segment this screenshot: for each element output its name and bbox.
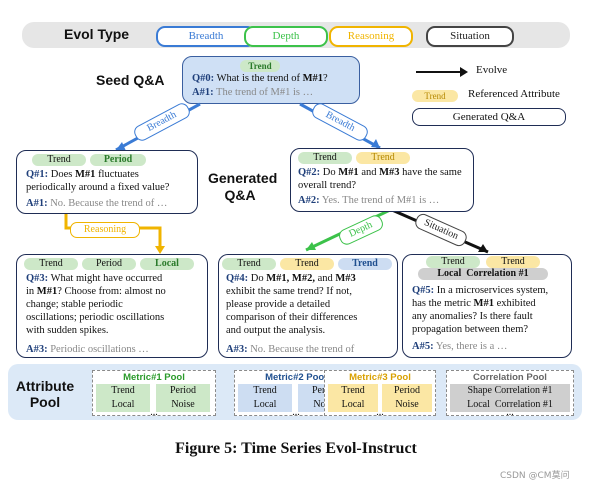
q3-tag-trend: Trend (24, 258, 78, 270)
legend-trend-tag: Trend (412, 90, 458, 102)
evolve-arrow-icon (416, 67, 468, 77)
q3-tag-period: Period (82, 258, 136, 270)
seed-qa-label: Seed Q&A (96, 72, 165, 88)
q5-tag-trend-2: Trend (486, 256, 540, 268)
correlation-pool-title: Correlation Pool (473, 372, 547, 383)
q3-answer: A#3: Periodic oscillations … (26, 344, 149, 355)
evol-type-breadth: Breadth (156, 26, 256, 47)
q1-answer: A#1: No. Because the trend of … (26, 198, 168, 209)
metric3-trend: Trend (328, 384, 378, 398)
qa-box-3 (16, 254, 208, 358)
legend-referenced: Referenced Attribute (468, 88, 560, 100)
seed-answer: A#1: The trend of M#1 is … (192, 87, 314, 98)
metric2-local: Local (238, 398, 292, 412)
metric3-noise: Noise (382, 398, 432, 412)
q4-question: Q#4: Do M#1, M#2, and M#3 exhibit the sa… (226, 273, 358, 336)
q5-subtag: Local Correlation #1 (418, 268, 548, 280)
correlation-shape: Shape Correlation #1 (450, 384, 570, 398)
q4-tag-trend-2: Trend (280, 258, 334, 270)
metric1-pool-title: Metric#1 Pool (123, 372, 185, 383)
metric3-local: Local (328, 398, 378, 412)
seed-tag: Trend (240, 60, 280, 72)
metric2-pool-title: Metric#2 Pool (265, 372, 327, 383)
q5-question: Q#5: In a microservices system, has the … (412, 285, 549, 335)
q1-question: Q#1: Does M#1 fluctuates periodically ar… (26, 169, 170, 193)
q4-answer: A#3: No. Because the trend of (226, 344, 355, 355)
q2-answer: A#2: Yes. The trend of M#1 is … (298, 195, 440, 206)
legend-generated: Generated Q&A (412, 108, 566, 126)
correlation-local: Local Correlation #1 (450, 398, 570, 412)
seed-question: Q#0: What is the trend of M#1? (192, 73, 328, 84)
metric3-period: Period (382, 384, 432, 398)
q2-tag-trend-2: Trend (356, 152, 410, 164)
q1-tag-trend: Trend (32, 154, 86, 166)
metric3-pool-title: Metric#3 Pool (349, 372, 411, 383)
q4-tag-trend-1: Trend (222, 258, 276, 270)
legend-evolve: Evolve (476, 64, 508, 76)
edge-label-reasoning: Reasoning (70, 222, 140, 238)
watermark: CSDN @CM莫问 (500, 471, 570, 481)
q4-tag-trend-3: Trend (338, 258, 392, 270)
metric1-more: ... (150, 407, 158, 418)
metric1-noise: Noise (156, 398, 210, 412)
q3-tag-local: Local (140, 258, 194, 270)
evol-type-reasoning: Reasoning (329, 26, 413, 47)
metric1-local: Local (96, 398, 150, 412)
figure-caption: Figure 5: Time Series Evol-Instruct (175, 440, 417, 457)
q2-question: Q#2: Do M#1 and M#3 have the same overal… (298, 167, 462, 191)
metric2-more: ... (292, 407, 300, 418)
metric1-period: Period (156, 384, 210, 398)
metric1-trend: Trend (96, 384, 150, 398)
metric3-more: ... (376, 407, 384, 418)
q2-tag-trend-1: Trend (298, 152, 352, 164)
evol-type-situation: Situation (426, 26, 514, 47)
evol-type-depth: Depth (244, 26, 328, 47)
metric2-trend: Trend (238, 384, 292, 398)
q5-tag-trend-1: Trend (426, 256, 480, 268)
evol-type-label: Evol Type (64, 26, 130, 42)
q1-tag-period: Period (90, 154, 146, 166)
qa-box-4 (218, 254, 398, 358)
correlation-more: ... (506, 407, 514, 418)
q3-question: Q#3: What might have occurred in M#1? Ch… (26, 273, 166, 336)
q5-answer: A#5: Yes, there is a … (412, 341, 508, 352)
